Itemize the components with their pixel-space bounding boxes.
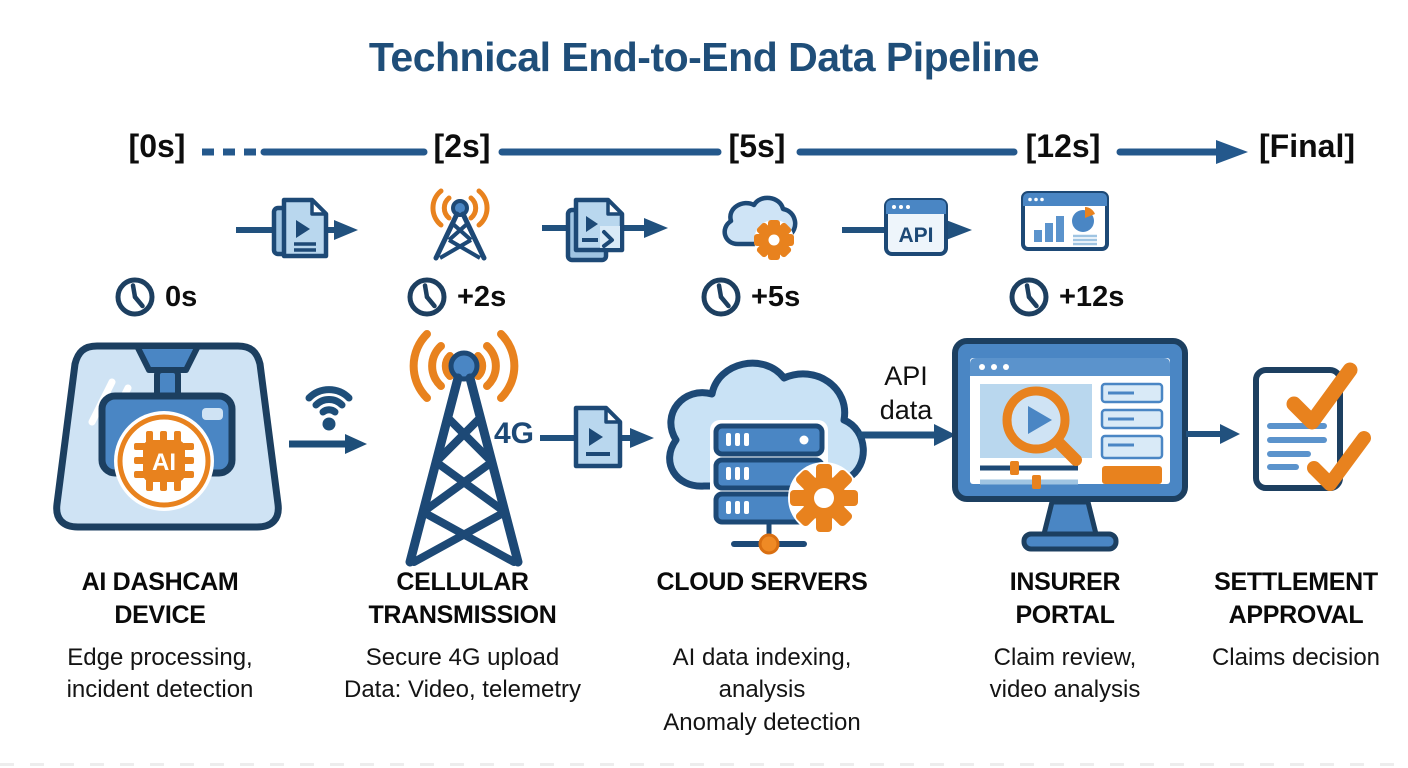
elapsed-time-5s: +5s [700, 276, 800, 318]
cloud-servers-icon [666, 359, 867, 555]
cell-tower-icon [405, 330, 523, 567]
api-window-label: API [898, 224, 933, 247]
stage-insurer-portal: INSURER PORTAL Claim review, video analy… [935, 566, 1195, 707]
timeline-marker-final: [Final] [1259, 128, 1355, 164]
stage-name: AI DASHCAM DEVICE [81, 568, 239, 629]
video-file-upload-icon [540, 405, 654, 469]
gear-icon [788, 462, 860, 534]
magnifier-play-icon [1002, 386, 1082, 466]
ai-chip-icon [134, 431, 194, 491]
dashboard-small-icon [1021, 191, 1109, 251]
elapsed-time-label: 0s [165, 280, 198, 313]
elapsed-time-12s: +12s [1008, 276, 1124, 318]
clock-icon [701, 277, 741, 317]
claim-form-fields [1100, 382, 1164, 460]
clock-icon [115, 277, 155, 317]
stage-desc: Claim review, video analysis [989, 644, 1141, 704]
elapsed-time-2s: +2s [406, 276, 506, 318]
api-flow-arrow-icon [858, 424, 956, 446]
stage-ai-dashcam-device: AI DASHCAM DEVICE Edge processing, incid… [10, 566, 310, 707]
settlement-arrow-icon [1186, 424, 1240, 444]
portal-action-button [1102, 466, 1162, 484]
ai-dashcam-icon: AI [53, 342, 282, 531]
video-file-transfer-icon [236, 197, 358, 259]
timeline-line [202, 140, 1248, 164]
timeline-marker-2s: [2s] [433, 128, 491, 164]
stage-name: SETTLEMENT APPROVAL [1214, 568, 1378, 629]
checkmark-icon [1307, 431, 1371, 491]
elapsed-time-label: +12s [1059, 280, 1125, 313]
elapsed-time-0s: 0s [114, 276, 197, 318]
api-transfer-icon: API [842, 198, 972, 256]
stage-name: INSURER PORTAL [1009, 568, 1121, 629]
timeline-marker-0s: [0s] [128, 128, 186, 164]
stage-cellular-transmission: CELLULAR TRANSMISSION Secure 4G upload D… [305, 566, 620, 707]
stage-name: CELLULAR TRANSMISSION [368, 568, 557, 629]
cropped-edge-artifact [0, 763, 1408, 766]
stage-settlement-approval: SETTLEMENT APPROVAL Claims decision [1180, 566, 1408, 674]
stage-name: CLOUD SERVERS [656, 568, 868, 596]
timeline-marker-5s: [5s] [728, 128, 786, 164]
timeline-marker-12s: [12s] [1025, 128, 1101, 164]
stage-desc: Secure 4G upload Data: Video, telemetry [343, 644, 581, 704]
cloud-gear-small-icon [722, 195, 798, 260]
clock-icon [1009, 277, 1049, 317]
timeline-arrowhead-icon [1216, 140, 1248, 164]
api-data-label: API data [879, 361, 933, 425]
elapsed-time-label: +5s [751, 280, 801, 313]
settlement-document-icon [1253, 362, 1371, 491]
cell-tower-small-icon [430, 188, 490, 261]
ai-chip-label: AI [152, 449, 176, 476]
stage-cloud-servers: CLOUD SERVERS AI data indexing, analysis… [612, 566, 912, 739]
checkmark-icon [1286, 362, 1358, 430]
clock-icon [407, 277, 447, 317]
stage-desc: AI data indexing, analysis Anomaly detec… [663, 644, 861, 736]
network-type-label: 4G [494, 417, 535, 450]
wifi-upload-icon [289, 386, 367, 454]
stage-desc: Claims decision [1211, 644, 1381, 671]
elapsed-time-label: +2s [457, 280, 507, 313]
page-title: Technical End-to-End Data Pipeline [368, 34, 1040, 80]
insurer-portal-monitor-icon [952, 338, 1188, 552]
network-node-icon [758, 533, 780, 555]
data-files-transfer-icon [542, 197, 668, 263]
stage-desc: Edge processing, incident detection [66, 644, 254, 704]
